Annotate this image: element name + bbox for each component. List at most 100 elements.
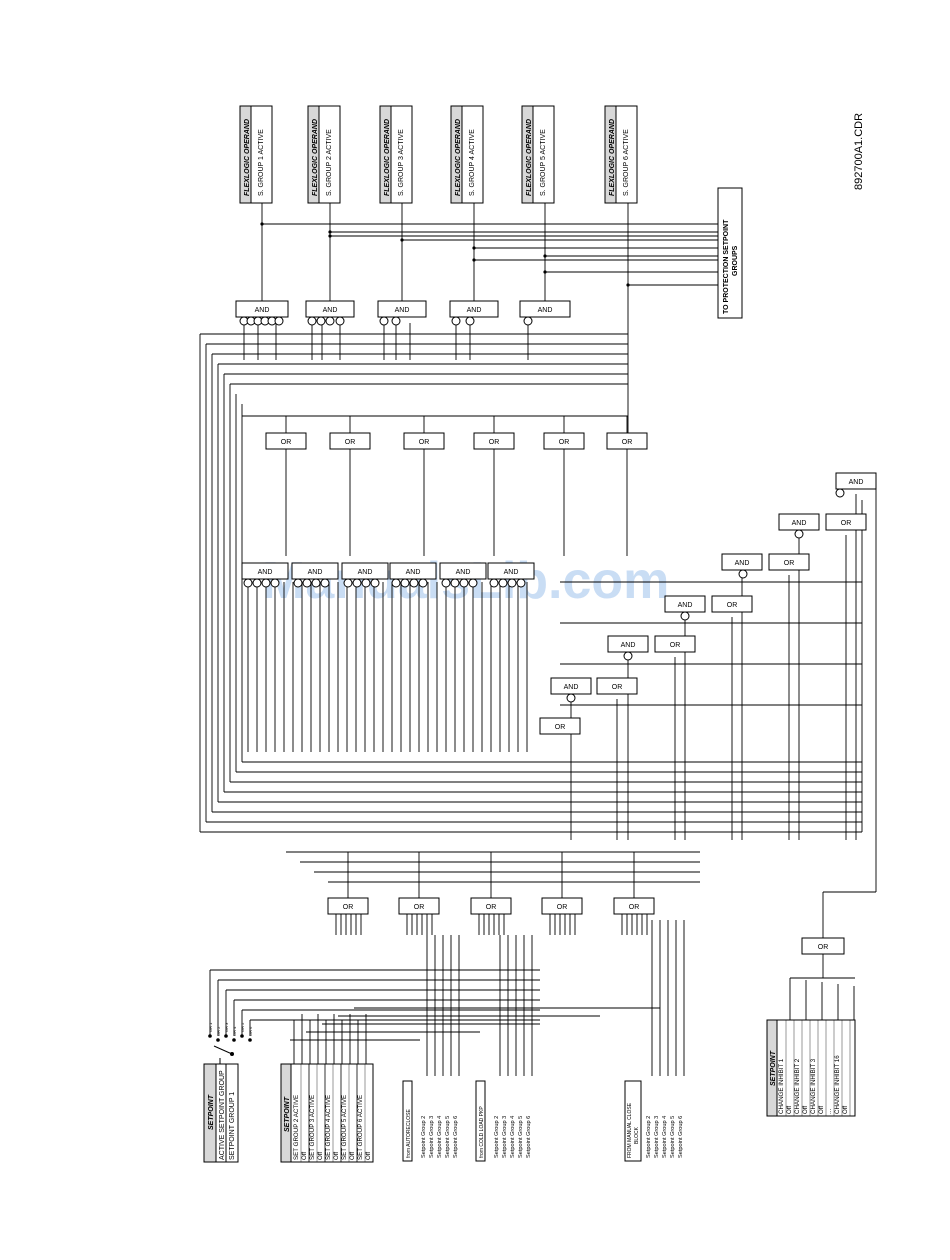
mid-setpoint-row-1: SET GROUP 2 ACTIVE bbox=[293, 1095, 300, 1160]
or-gate-change-inhibit: OR bbox=[801, 937, 845, 955]
svg-text:OR: OR bbox=[345, 439, 356, 446]
switch-contact-2 bbox=[216, 1038, 220, 1042]
left-setpoint-title: ACTIVE SETPOINT GROUP bbox=[219, 1070, 226, 1160]
or-gate-cascade-1: OR bbox=[539, 717, 581, 735]
mid-setpoint-row-6: Off bbox=[333, 1152, 340, 1160]
svg-text:AND: AND bbox=[564, 684, 579, 691]
and-gate-row2-5: AND bbox=[439, 562, 487, 588]
or-gate-cascade-5: OR bbox=[768, 553, 810, 571]
or-gate-row1-1: OR bbox=[265, 432, 307, 450]
manual_close-item-4: Setpoint Group 5 bbox=[670, 1116, 676, 1158]
manual_close-item-1: Setpoint Group 2 bbox=[646, 1116, 652, 1158]
protection-box-line2: GROUPS bbox=[732, 245, 739, 276]
or-gate-cascade-4: OR bbox=[711, 595, 753, 613]
or-gate-cascade-2: OR bbox=[596, 677, 638, 695]
svg-text:OR: OR bbox=[841, 520, 852, 527]
and-gate-cascade-3: AND bbox=[664, 595, 706, 621]
svg-text:OR: OR bbox=[486, 904, 497, 911]
and-gate-row2-6: AND bbox=[487, 562, 535, 588]
or-gate-cascade-3: OR bbox=[654, 635, 696, 653]
autoreclose-item-5: Setpoint Group 6 bbox=[453, 1116, 459, 1158]
or-gate-bottom-4: OR bbox=[541, 897, 583, 915]
and-gate-cascade-5: AND bbox=[778, 513, 820, 539]
switch-contact-4 bbox=[232, 1038, 236, 1042]
switch-label-5: GR 5 bbox=[240, 1022, 245, 1032]
manual_close-item-2: Setpoint Group 3 bbox=[654, 1116, 660, 1158]
manual-close-box-line2: BLOCK bbox=[634, 1126, 640, 1144]
and-gate-group-1: AND bbox=[235, 300, 289, 326]
or-gate-row1-4: OR bbox=[473, 432, 515, 450]
mid-setpoint-row-3: SET GROUP 3 ACTIVE bbox=[309, 1095, 316, 1160]
mid-setpoint-row-10: Off bbox=[365, 1152, 372, 1160]
svg-text:OR: OR bbox=[612, 684, 623, 691]
or-gate-bottom-1: OR bbox=[327, 897, 369, 915]
right-setpoint-row-8: CHANGE INHIBIT 16 bbox=[834, 1055, 841, 1114]
operand-header: FLEXLOGIC OPERAND bbox=[609, 119, 616, 196]
switch-label-6: GR 6 bbox=[248, 1026, 253, 1036]
svg-text:OR: OR bbox=[670, 642, 681, 649]
and-gate-row2-2: AND bbox=[291, 562, 339, 588]
operand-value: S. GROUP 3 ACTIVE bbox=[398, 129, 405, 196]
switch-label-1: GR 1 bbox=[208, 1022, 213, 1032]
mid-setpoint-row-9: SET GROUP 6 ACTIVE bbox=[357, 1095, 364, 1160]
right-setpoint-row-2: Off bbox=[786, 1106, 793, 1114]
svg-text:AND: AND bbox=[308, 569, 323, 576]
manual-close-box-line1: FROM MANUAL CLOSE bbox=[627, 1102, 633, 1158]
drawing-code: 892700A1.CDR bbox=[853, 113, 865, 190]
svg-text:AND: AND bbox=[358, 569, 373, 576]
manual-close-inputs: FROM MANUAL CLOSE BLOCK Setpoint Group 2… bbox=[624, 1080, 684, 1162]
operand-value: S. GROUP 6 ACTIVE bbox=[623, 129, 630, 196]
svg-text:AND: AND bbox=[406, 569, 421, 576]
mid-setpoint-row-8: Off bbox=[349, 1152, 356, 1160]
and-gate-group-3: AND bbox=[377, 300, 427, 326]
and-gate-cascade-6: AND bbox=[835, 472, 877, 498]
cold_load-item-5: Setpoint Group 6 bbox=[526, 1116, 532, 1158]
svg-text:AND: AND bbox=[258, 569, 273, 576]
svg-text:AND: AND bbox=[323, 307, 338, 314]
or-gate-bottom-2: OR bbox=[398, 897, 440, 915]
mid-setpoint-row-2: Off bbox=[301, 1152, 308, 1160]
svg-text:OR: OR bbox=[281, 439, 292, 446]
switch-label-4: GR 4 bbox=[232, 1026, 237, 1036]
svg-text:OR: OR bbox=[784, 560, 795, 567]
or-gate-row1-5: OR bbox=[543, 432, 585, 450]
and-gate-group-4: AND bbox=[449, 300, 499, 326]
operand-box-3: FLEXLOGIC OPERAND S. GROUP 3 ACTIVE bbox=[379, 105, 413, 204]
svg-text:AND: AND bbox=[621, 642, 636, 649]
manual_close-item-3: Setpoint Group 4 bbox=[662, 1116, 668, 1158]
switch-label-2: GR 2 bbox=[216, 1026, 221, 1036]
svg-text:AND: AND bbox=[504, 569, 519, 576]
right-setpoint-row-9: Off bbox=[842, 1106, 849, 1114]
cold-load-box-label: from COLD LOAD PKP bbox=[479, 1106, 485, 1158]
svg-text:OR: OR bbox=[489, 439, 500, 446]
operand-header: FLEXLOGIC OPERAND bbox=[312, 119, 319, 196]
or-gate-row1-3: OR bbox=[403, 432, 445, 450]
autoreclose-item-4: Setpoint Group 5 bbox=[445, 1116, 451, 1158]
operand-header: FLEXLOGIC OPERAND bbox=[384, 119, 391, 196]
and-gate-cascade-2: AND bbox=[607, 635, 649, 661]
protection-box-line1: TO PROTECTION SETPOINT bbox=[723, 219, 730, 314]
svg-text:OR: OR bbox=[414, 904, 425, 911]
and-gate-row2-4: AND bbox=[389, 562, 437, 588]
svg-text:OR: OR bbox=[343, 904, 354, 911]
autoreclose-item-2: Setpoint Group 3 bbox=[429, 1116, 435, 1158]
manual_close-item-5: Setpoint Group 6 bbox=[678, 1116, 684, 1158]
svg-text:AND: AND bbox=[678, 602, 693, 609]
right-setpoint-row-3: CHANGE INHIBIT 2 bbox=[794, 1058, 801, 1114]
right-setpoint-row-4: Off bbox=[802, 1106, 809, 1114]
cold_load-item-4: Setpoint Group 5 bbox=[518, 1116, 524, 1158]
mid-setpoint-header: SETPOINT bbox=[284, 1096, 291, 1132]
svg-text:OR: OR bbox=[555, 724, 566, 731]
operand-value: S. GROUP 2 ACTIVE bbox=[326, 129, 333, 196]
and-gate-cascade-1: AND bbox=[550, 677, 592, 703]
wiring bbox=[199, 203, 877, 1076]
and-gate-row2-3: AND bbox=[341, 562, 389, 588]
svg-text:AND: AND bbox=[538, 307, 553, 314]
switch-contact-5 bbox=[240, 1034, 244, 1038]
operand-value: S. GROUP 1 ACTIVE bbox=[258, 129, 265, 196]
svg-text:AND: AND bbox=[467, 307, 482, 314]
